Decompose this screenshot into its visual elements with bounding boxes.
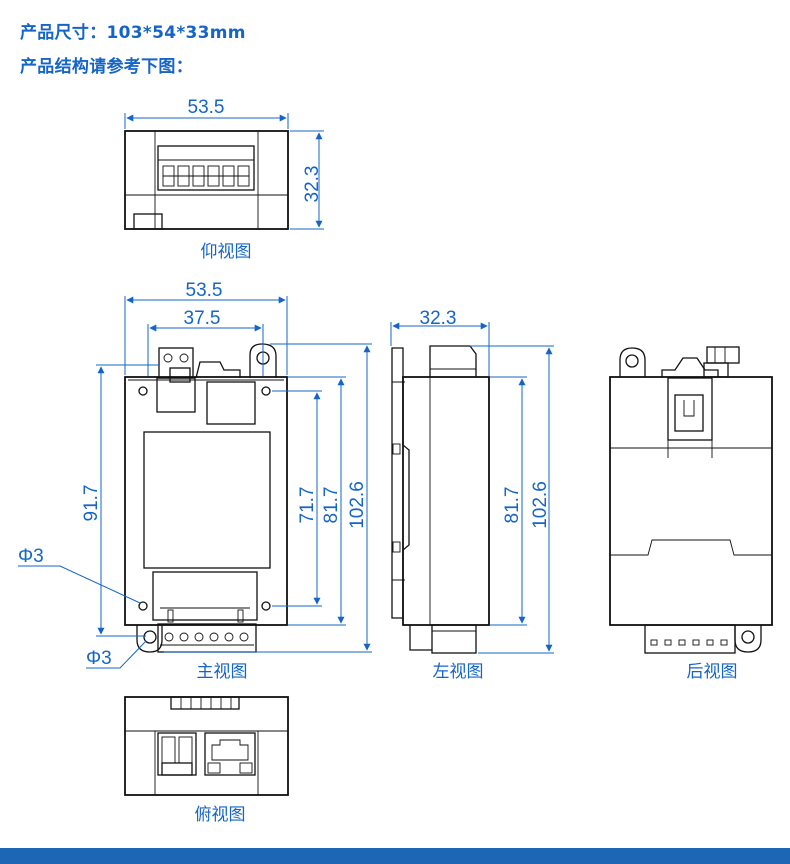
front-total-height-dim: 102.6 <box>347 481 368 529</box>
left-view <box>390 322 554 654</box>
front-width-outer-dim: 53.5 <box>186 280 223 301</box>
footer-bar <box>0 848 790 864</box>
rear-view <box>609 346 773 654</box>
bottom-width-dim: 53.5 <box>188 97 225 118</box>
structure-heading: 产品结构请参考下图： <box>20 57 193 77</box>
front-view <box>18 296 372 669</box>
caption-bottom-view: 仰视图 <box>201 242 252 262</box>
bottom-view <box>124 113 324 230</box>
caption-rear-view: 后视图 <box>687 662 738 682</box>
left-body-height-dim: 81.7 <box>502 487 523 524</box>
caption-left-view: 左视图 <box>433 662 484 682</box>
caption-front-view: 主视图 <box>197 662 248 682</box>
caption-top-view: 俯视图 <box>195 805 246 825</box>
size-heading: 产品尺寸：103*54*33mm <box>20 23 246 43</box>
front-width-inner-dim: 37.5 <box>184 308 221 329</box>
top-view <box>124 696 289 796</box>
left-width-dim: 32.3 <box>420 308 457 329</box>
front-body-height-dim: 81.7 <box>321 487 342 524</box>
front-hole-height-dim: 71.7 <box>297 487 318 524</box>
left-total-height-dim: 102.6 <box>530 481 551 529</box>
front-mount-height-dim: 91.7 <box>81 485 102 522</box>
hole-diameter-upper: Φ3 <box>18 546 44 567</box>
hole-diameter-lower: Φ3 <box>86 648 112 669</box>
bottom-height-dim: 32.3 <box>302 166 323 203</box>
